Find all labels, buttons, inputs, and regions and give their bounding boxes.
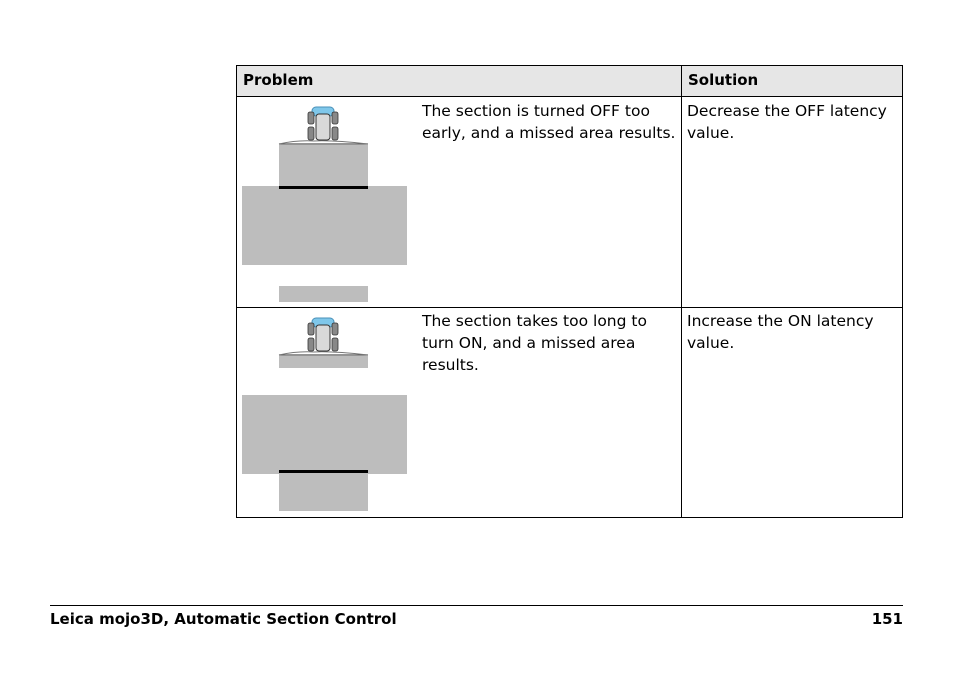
row1-problem-text: The section is turned OFF too early, and… <box>422 102 676 142</box>
footer-title: Leica mojo3D, Automatic Section Control <box>50 610 397 628</box>
tractor-section-on-late-icon <box>242 317 407 511</box>
header-problem: Problem <box>243 71 314 89</box>
column-divider <box>681 66 682 517</box>
row1-solution-text: Decrease the OFF latency value. <box>687 102 887 142</box>
problem-solution-table: Problem Solution The section is turned O… <box>236 65 903 518</box>
page-number: 151 <box>871 610 903 628</box>
table-header: Problem Solution <box>237 66 902 97</box>
header-solution: Solution <box>688 71 759 89</box>
row2-problem-text: The section takes too long to turn ON, a… <box>422 312 647 374</box>
tractor-section-off-early-icon <box>242 106 407 302</box>
row-divider <box>237 307 902 308</box>
footer-rule <box>50 605 903 606</box>
row2-solution-text: Increase the ON latency value. <box>687 312 874 352</box>
